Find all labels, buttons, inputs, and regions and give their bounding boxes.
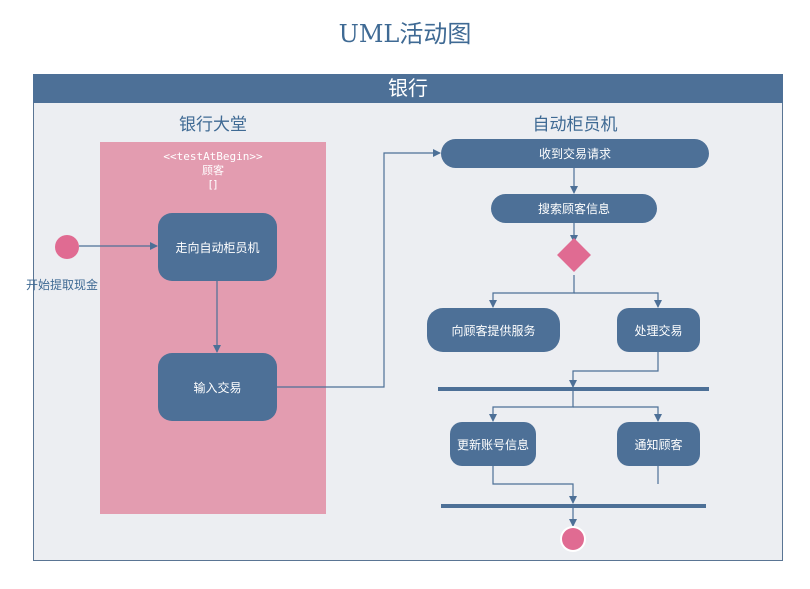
edge-decision-process xyxy=(574,292,662,308)
node-notify-customer: 通知顾客 xyxy=(617,422,700,466)
edge-update-join xyxy=(492,466,577,504)
edge-fork-notify xyxy=(573,406,662,422)
edge-input-receive xyxy=(277,149,441,388)
customer-partition xyxy=(100,142,326,514)
node-search-customer: 搜索顾客信息 xyxy=(491,194,657,223)
node-receive-request: 收到交易请求 xyxy=(441,139,709,168)
stereotype-tag: <<testAtBegin>> xyxy=(163,150,263,163)
lane-title-atm: 自动柜员机 xyxy=(532,115,618,135)
node-process-transaction: 处理交易 xyxy=(617,308,700,352)
node-update-account: 更新账号信息 xyxy=(450,422,536,466)
node-walk-to-atm: 走向自动柜员机 xyxy=(158,213,277,281)
edge-decision-split xyxy=(489,275,575,308)
bank-frame-header: 银行 xyxy=(33,74,783,103)
start-label: 开始提取现金 xyxy=(26,278,99,292)
edge-fork-update xyxy=(489,391,574,422)
lane-title-lobby: 银行大堂 xyxy=(179,115,247,135)
node-input-transaction: 输入交易 xyxy=(158,353,277,421)
node-provide-service: 向顾客提供服务 xyxy=(427,308,560,352)
edge-process-fork xyxy=(569,352,659,388)
customer-stereotype: <<testAtBegin>> 顾客 [] xyxy=(100,150,326,192)
diagram-title: UML活动图 xyxy=(338,20,472,48)
start-node xyxy=(55,235,79,259)
fork-bar xyxy=(438,387,709,391)
stereotype-brackets: [] xyxy=(208,178,218,191)
stereotype-name: 顾客 xyxy=(202,164,224,177)
join-bar xyxy=(441,504,706,508)
end-node xyxy=(562,528,584,550)
